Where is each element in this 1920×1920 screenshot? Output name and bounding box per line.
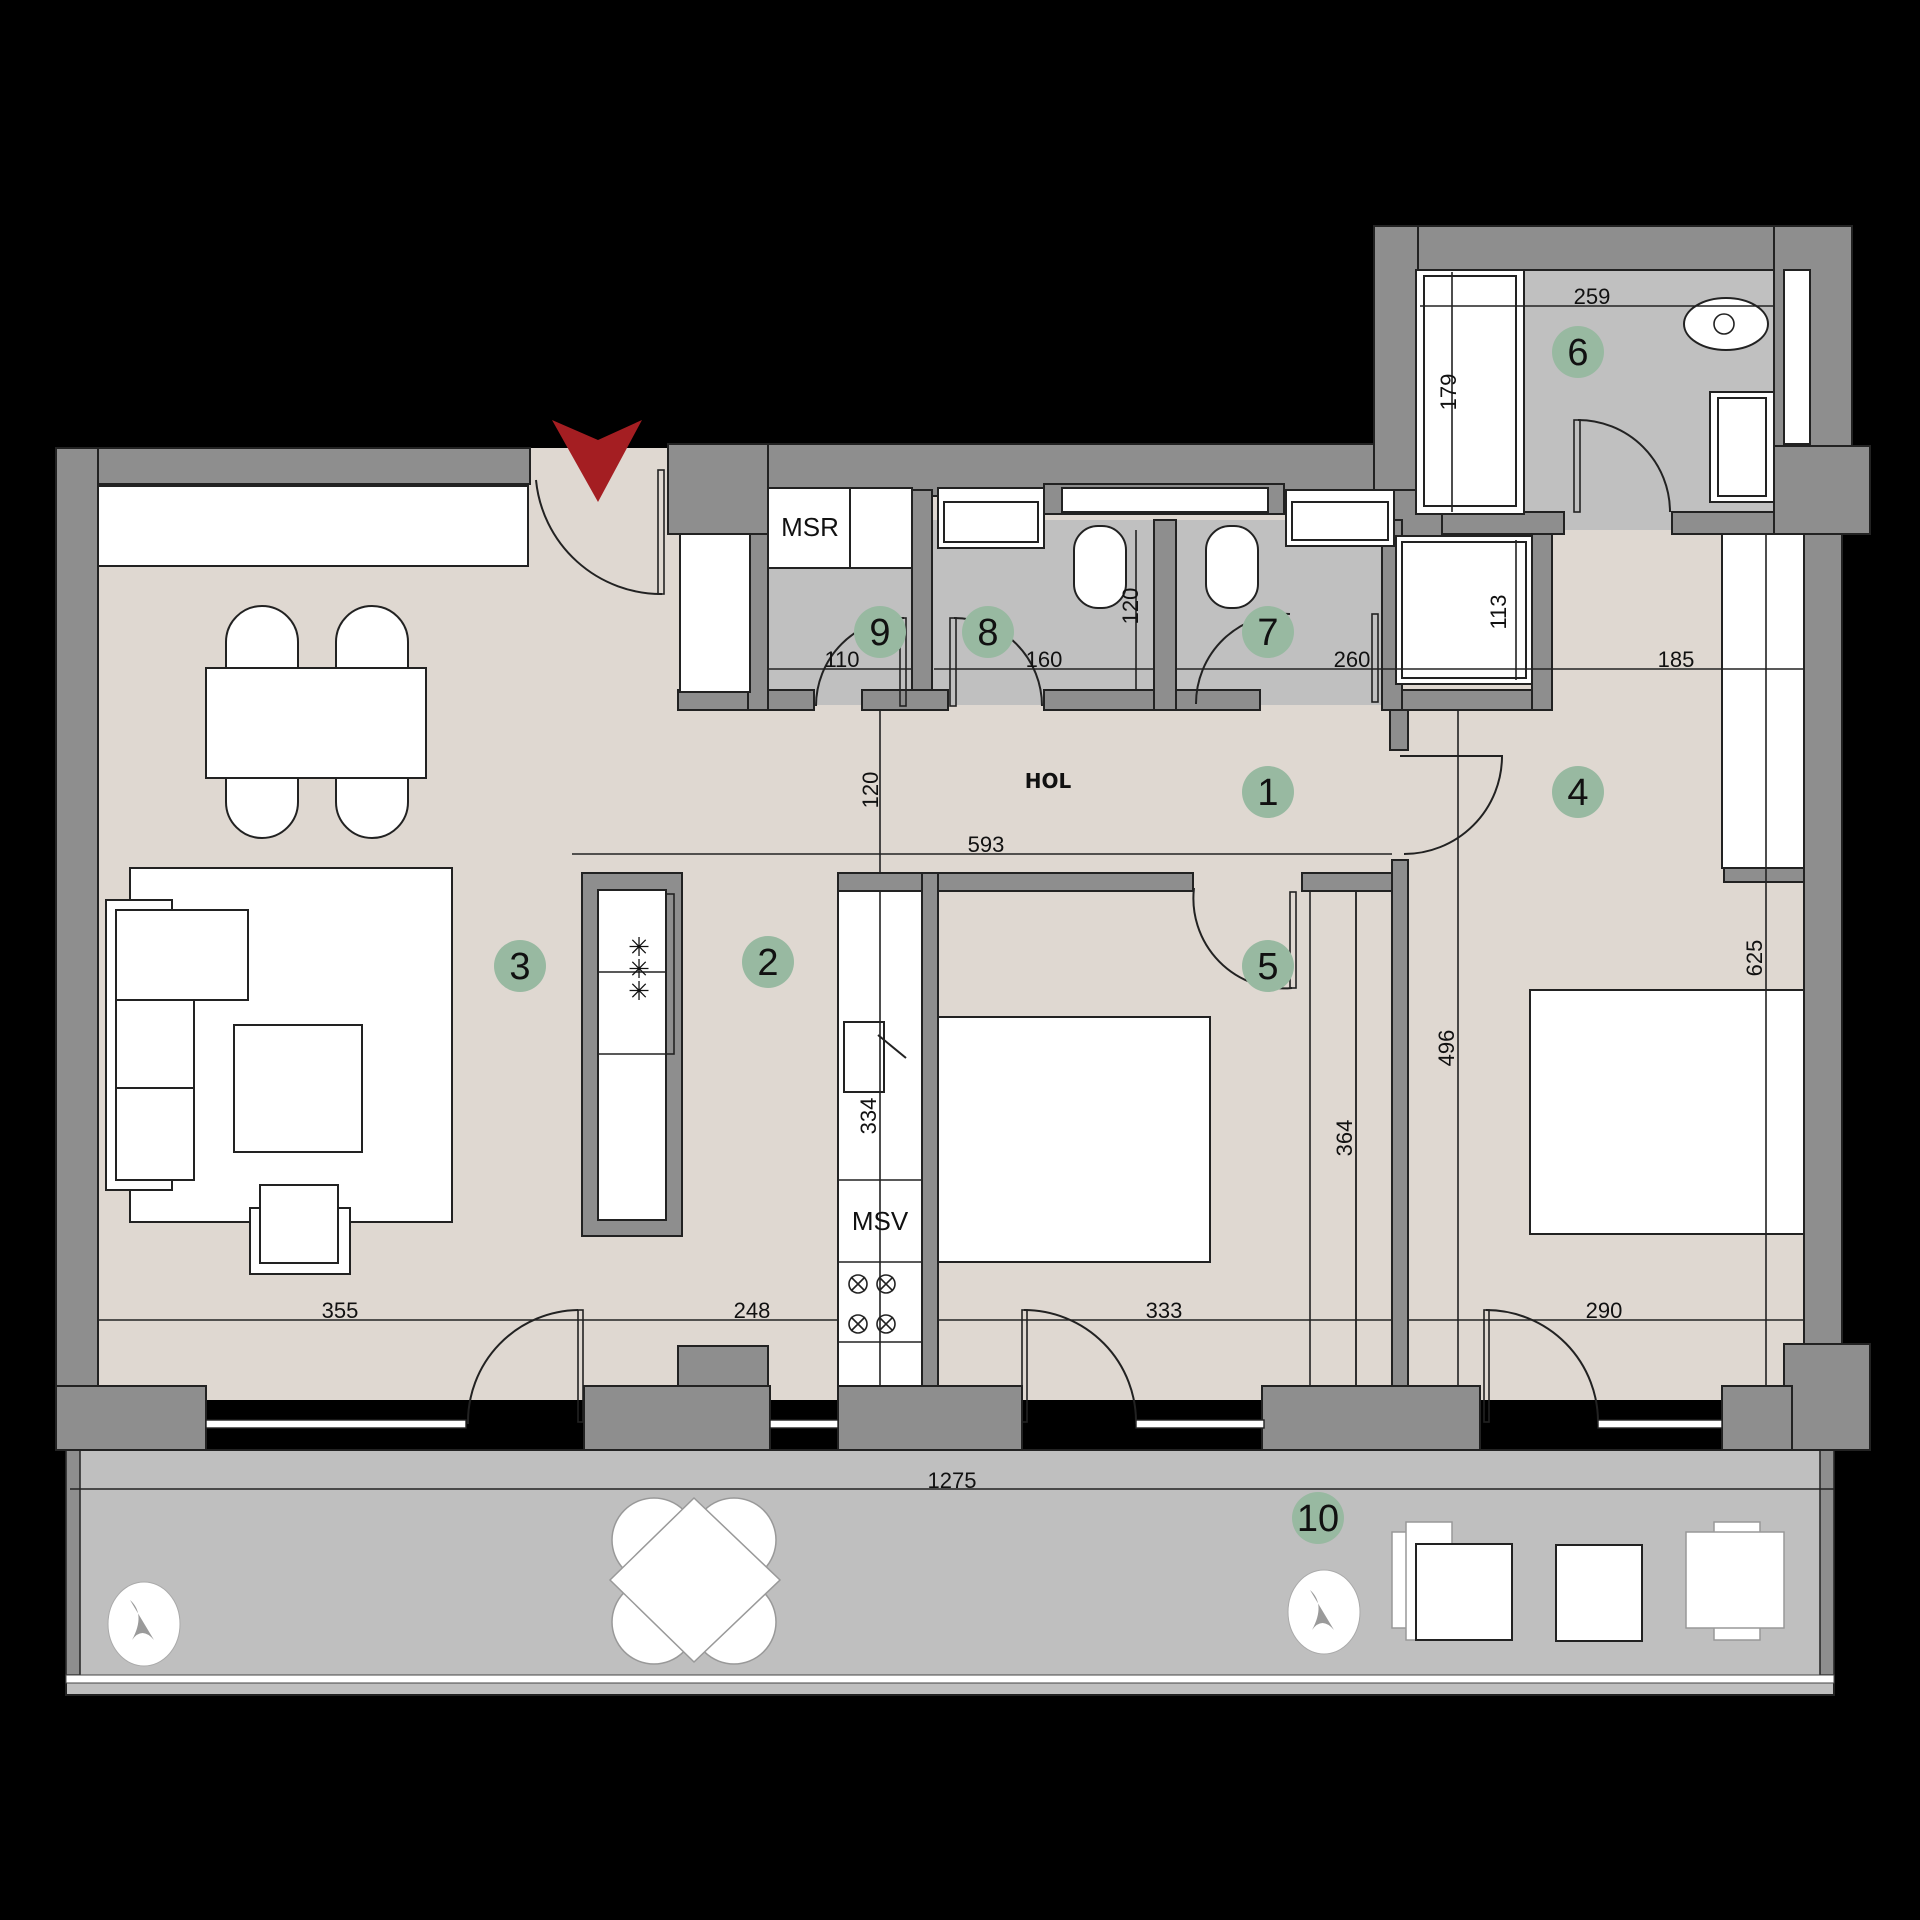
room-badge-4[interactable]: 4 <box>1552 766 1604 818</box>
msv-label: MSV <box>852 1206 909 1236</box>
dim-kitchen-width: 248 <box>734 1298 771 1323</box>
svg-text:✳: ✳ <box>628 954 650 984</box>
dim-wc1-width: 160 <box>1026 647 1063 672</box>
coffee-table <box>233 1024 363 1153</box>
room-badges: 1 2 3 4 5 6 7 8 9 10 <box>494 326 1604 1544</box>
terrace-dining-set <box>608 1496 782 1665</box>
wardrobe-entry <box>97 485 529 567</box>
svg-text:2: 2 <box>757 942 778 984</box>
dim-bedroom-small-depth: 496 <box>1434 1030 1459 1067</box>
dimension-lines <box>70 272 1834 1490</box>
svg-text:1: 1 <box>1257 772 1278 814</box>
dim-shower: 113 <box>1486 594 1511 629</box>
dim-wardrobe-width: 185 <box>1658 647 1695 672</box>
armchair <box>259 1184 339 1264</box>
dim-bath-length: 179 <box>1436 374 1461 411</box>
room-badge-7[interactable]: 7 <box>1242 606 1294 658</box>
msr-block <box>767 487 851 569</box>
bed-room-4 <box>1529 989 1805 1235</box>
svg-text:9: 9 <box>869 612 890 654</box>
room-badge-8[interactable]: 8 <box>962 606 1014 658</box>
room-badge-10[interactable]: 10 <box>1292 1492 1344 1544</box>
dim-bedroom-large-depth: 625 <box>1742 940 1767 977</box>
dim-living-width: 355 <box>322 1298 359 1323</box>
cooktop-icon <box>848 1274 896 1334</box>
freezer-icon: ✳ <box>628 932 650 962</box>
doors <box>205 419 1723 1429</box>
kitchen-sink <box>843 1021 885 1093</box>
bed-room-5 <box>937 1016 1211 1263</box>
cabinet <box>679 533 751 693</box>
svg-text:5: 5 <box>1257 946 1278 988</box>
room-badge-9[interactable]: 9 <box>854 606 906 658</box>
dim-hall-depth: 120 <box>858 772 883 809</box>
svg-text:7: 7 <box>1257 612 1278 654</box>
dim-storage-width: 110 <box>824 647 859 672</box>
dim-wc2-width: 260 <box>1334 647 1371 672</box>
room-badge-5[interactable]: 5 <box>1242 940 1294 992</box>
msr-label: MSR <box>781 512 839 542</box>
entry-arrow-icon <box>552 420 642 502</box>
dim-terrace-length: 1275 <box>928 1468 977 1493</box>
svg-text:✳: ✳ <box>628 976 650 1006</box>
plant-icon <box>1287 1569 1361 1655</box>
dim-bath-width: 259 <box>1574 284 1611 309</box>
room-badge-2[interactable]: 2 <box>742 936 794 988</box>
svg-text:10: 10 <box>1297 1498 1339 1540</box>
hall-label: HOL <box>1025 769 1072 793</box>
room-badge-1[interactable]: 1 <box>1242 766 1294 818</box>
dim-closet-depth: 364 <box>1332 1120 1357 1157</box>
svg-text:6: 6 <box>1567 332 1588 374</box>
walls <box>55 225 1871 1451</box>
dim-bedroom-small-width: 333 <box>1146 1298 1183 1323</box>
toilet <box>1683 297 1769 351</box>
plant-icon <box>107 1581 181 1667</box>
furniture: ✳ ✳ ✳ <box>97 269 1811 1667</box>
dim-wc1-depth: 120 <box>1118 588 1143 625</box>
room-badge-6[interactable]: 6 <box>1552 326 1604 378</box>
fridge <box>597 889 667 1221</box>
room-badge-3[interactable]: 3 <box>494 940 546 992</box>
terrace-lounge-set <box>1391 1521 1785 1642</box>
dimension-labels: 259 179 110 160 120 260 113 185 120 593 … <box>322 284 1767 1493</box>
svg-text:4: 4 <box>1567 772 1588 814</box>
svg-text:8: 8 <box>977 612 998 654</box>
dim-kitchen-length: 334 <box>856 1098 881 1135</box>
terrace <box>65 1449 1835 1696</box>
dim-bedroom-large-width: 290 <box>1586 1298 1623 1323</box>
svg-text:3: 3 <box>509 946 530 988</box>
dining-table <box>205 667 427 779</box>
dim-hall-length: 593 <box>968 832 1005 857</box>
area-labels: HOL MSR MSV <box>781 512 1071 1236</box>
